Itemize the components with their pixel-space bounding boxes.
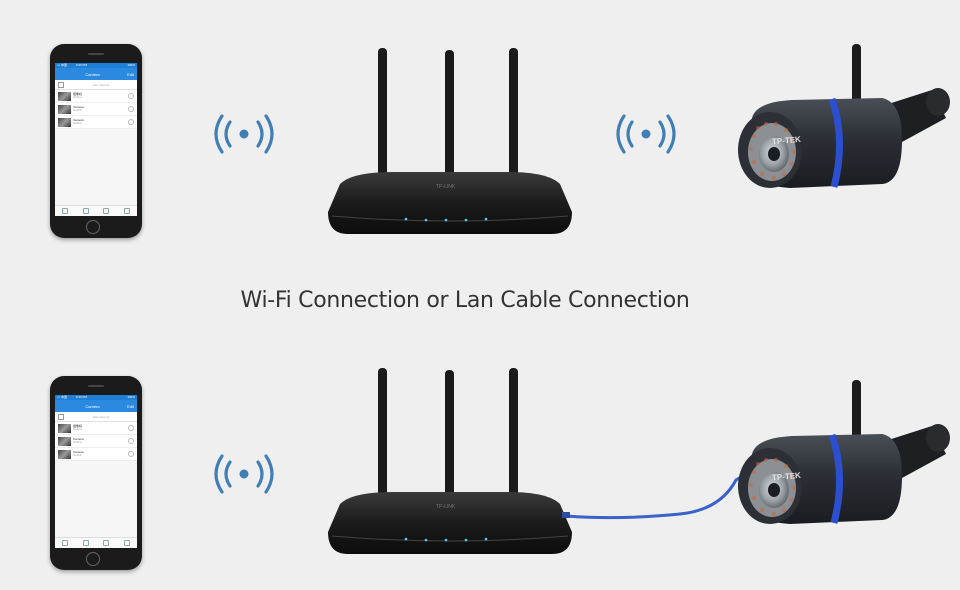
tab-media-icon[interactable] — [82, 540, 89, 546]
camera-status: Online — [73, 95, 82, 99]
camera-status: Online — [73, 453, 82, 457]
edit-button[interactable]: Edit — [127, 71, 134, 77]
camera-list-item[interactable]: 摄像机 Online — [55, 422, 137, 435]
status-battery: 100% — [127, 395, 135, 399]
nav-title: Camera — [85, 71, 100, 77]
status-bar: ••• 中国 9:30 PM 100% — [55, 395, 137, 400]
tab-settings-icon[interactable] — [123, 208, 130, 214]
status-battery: 100% — [127, 63, 135, 67]
app-navbar: Camera Edit — [55, 400, 137, 412]
status-time: 9:30 PM — [75, 63, 88, 67]
qr-icon — [58, 81, 64, 88]
settings-icon[interactable] — [128, 438, 134, 444]
camera-list-item[interactable]: Camera Online — [55, 116, 137, 129]
wifi-connection-scene: ••• 中国 9:30 PM 100% Camera Edit Add Came… — [0, 0, 960, 260]
status-carrier: ••• 中国 — [57, 63, 67, 67]
status-carrier: ••• 中国 — [57, 395, 67, 399]
settings-icon[interactable] — [128, 106, 134, 112]
phone-screen: ••• 中国 9:30 PM 100% Camera Edit Add Came… — [55, 63, 137, 216]
camera-name: Camera — [73, 449, 84, 454]
status-time: 9:30 PM — [75, 395, 88, 399]
add-camera-row[interactable]: Add Camera — [55, 80, 137, 90]
tab-settings-icon[interactable] — [123, 540, 130, 546]
camera-thumbnail — [58, 91, 71, 101]
camera-list-item[interactable]: Camera Online — [55, 435, 137, 448]
phone-speaker — [88, 53, 104, 55]
home-button — [86, 220, 100, 234]
router-brand-label: TP-LINK — [436, 184, 456, 190]
wifi-signal-icon — [616, 114, 676, 154]
lan-cable — [562, 472, 748, 520]
phone-screen: ••• 中国 9:30 PM 100% Camera Edit Add Came… — [55, 395, 137, 548]
wifi-signal-icon — [214, 454, 274, 494]
settings-icon[interactable] — [128, 425, 134, 431]
camera-list-item[interactable]: Camera Online — [55, 448, 137, 461]
tab-message-icon[interactable] — [103, 540, 110, 546]
camera-name: 摄像机 — [73, 91, 83, 96]
camera-name: Camera — [73, 117, 84, 122]
settings-icon[interactable] — [128, 93, 134, 99]
settings-icon[interactable] — [128, 451, 134, 457]
add-camera-label: Add Camera — [92, 82, 110, 87]
camera-thumbnail — [58, 117, 71, 127]
nav-title: Camera — [85, 403, 100, 409]
ip-camera-icon — [738, 380, 950, 524]
tab-camera-icon[interactable] — [62, 208, 69, 214]
camera-thumbnail — [58, 423, 71, 433]
smartphone: ••• 中国 9:30 PM 100% Camera Edit Add Came… — [50, 376, 142, 570]
phone-speaker — [88, 385, 104, 387]
lan-cable-connection-scene: ••• 中国 9:30 PM 100% Camera Edit Add Came… — [0, 330, 960, 590]
add-camera-row[interactable]: Add Camera — [55, 412, 137, 422]
camera-thumbnail — [58, 449, 71, 459]
camera-thumbnail — [58, 436, 71, 446]
edit-button[interactable]: Edit — [127, 403, 134, 409]
tab-camera-icon[interactable] — [62, 540, 69, 546]
home-button — [86, 552, 100, 566]
router-icon — [328, 48, 572, 234]
connection-caption: Wi-Fi Connection or Lan Cable Connection — [240, 288, 690, 313]
qr-icon — [58, 413, 64, 420]
camera-list-item[interactable]: Camera Online — [55, 103, 137, 116]
ip-camera-icon — [738, 44, 950, 188]
router-icon — [328, 368, 572, 554]
app-tabbar — [55, 537, 137, 548]
tab-message-icon[interactable] — [103, 208, 110, 214]
tab-media-icon[interactable] — [82, 208, 89, 214]
camera-name: Camera — [73, 104, 84, 109]
camera-name: 摄像机 — [73, 423, 83, 428]
app-navbar: Camera Edit — [55, 68, 137, 80]
add-camera-label: Add Camera — [92, 414, 110, 419]
app-tabbar — [55, 205, 137, 216]
camera-thumbnail — [58, 104, 71, 114]
settings-icon[interactable] — [128, 119, 134, 125]
camera-status: Online — [73, 108, 82, 112]
camera-status: Online — [73, 440, 82, 444]
wifi-signal-icon — [214, 114, 274, 154]
camera-status: Online — [73, 427, 82, 431]
camera-status: Online — [73, 121, 82, 125]
router-brand-label: TP-LINK — [436, 504, 456, 510]
status-bar: ••• 中国 9:30 PM 100% — [55, 63, 137, 68]
camera-list-item[interactable]: 摄像机 Online — [55, 90, 137, 103]
camera-name: Camera — [73, 436, 84, 441]
smartphone: ••• 中国 9:30 PM 100% Camera Edit Add Came… — [50, 44, 142, 238]
